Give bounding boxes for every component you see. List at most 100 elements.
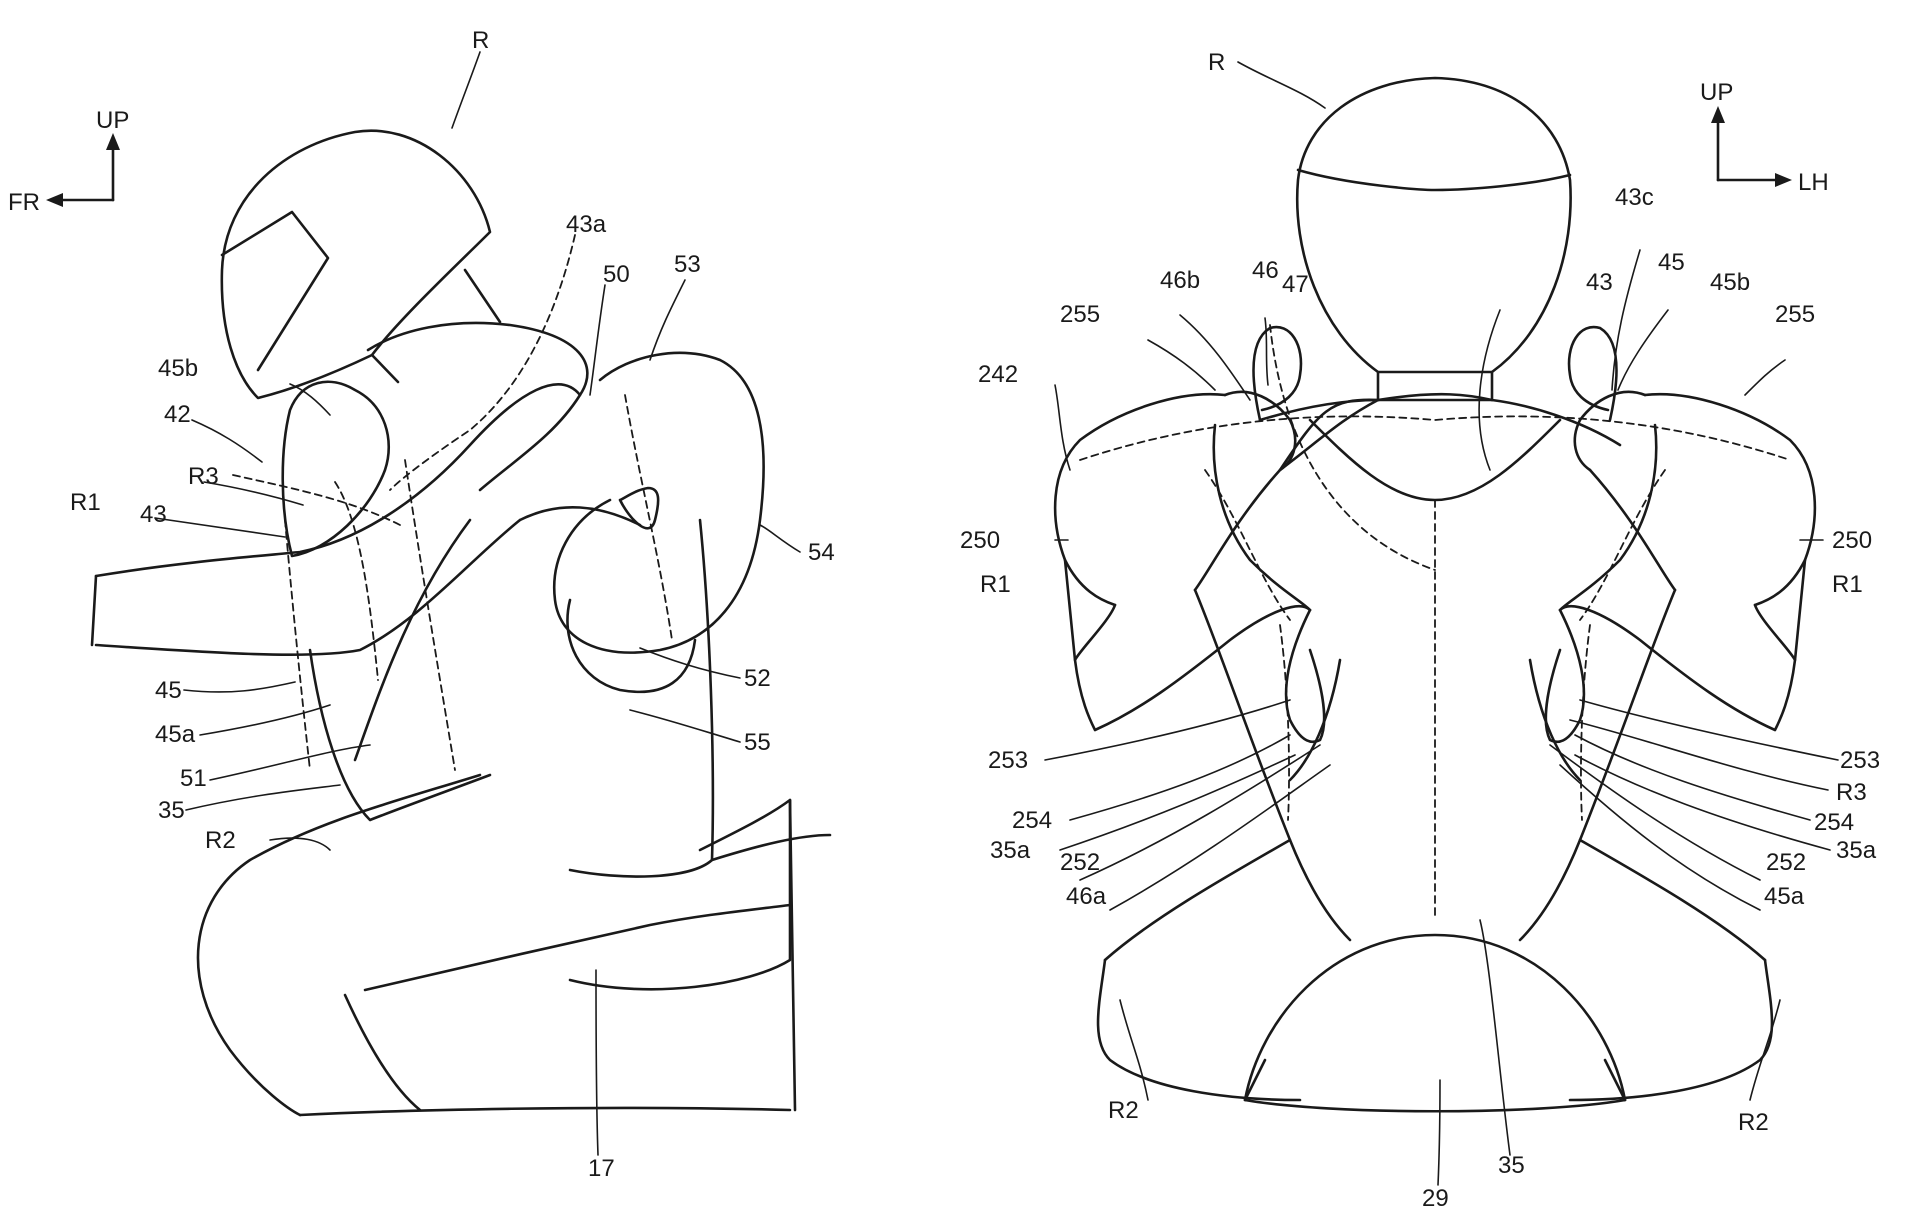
leader-line <box>1559 764 1761 911</box>
outline-stroke <box>1296 168 1572 192</box>
outline-stroke <box>1258 398 1622 447</box>
label-35: 35 <box>158 797 185 824</box>
label-254-left: 254 <box>1012 807 1052 834</box>
label-253-right: 253 <box>1840 747 1880 774</box>
outline-stroke <box>1193 468 1282 592</box>
outline-stroke <box>1295 76 1572 374</box>
dashed-R3 <box>232 474 401 526</box>
label-45a: 45a <box>155 721 196 748</box>
label-43a: 43a <box>566 211 607 238</box>
label-50: 50 <box>603 261 630 288</box>
leader-line <box>1147 339 1216 391</box>
label-43: 43 <box>140 501 167 528</box>
leader-line <box>1069 734 1291 821</box>
outline-stroke <box>1063 558 1077 662</box>
label-43-rear: 43 <box>1586 269 1613 296</box>
leader-line <box>595 969 599 1156</box>
leg-left <box>1103 838 1292 962</box>
label-250-right: 250 <box>1832 527 1872 554</box>
hand-right <box>1544 608 1586 744</box>
label-46a: 46a <box>1066 883 1107 910</box>
label-R2-right: R2 <box>1738 1109 1769 1136</box>
outline-stroke <box>90 574 98 647</box>
label-17: 17 <box>588 1155 615 1182</box>
up-arrow-head <box>106 133 120 150</box>
leader-line <box>1437 1079 1441 1186</box>
leader-line <box>1054 384 1071 471</box>
lh-arrow-head <box>1775 173 1792 187</box>
outline-stroke <box>1528 658 1582 782</box>
leader-line <box>209 744 371 781</box>
leader-line <box>639 647 741 679</box>
leader-line <box>1478 309 1501 471</box>
label-45b: 45b <box>158 355 198 382</box>
rear-view-figure: UP LH <box>960 49 1880 1212</box>
rider-leg <box>196 773 482 1117</box>
orientation-arrows-side: UP FR <box>8 107 129 216</box>
label-R1-right: R1 <box>1832 571 1863 598</box>
motorcycle-seat <box>568 798 792 991</box>
outline-stroke <box>1288 658 1342 782</box>
label-255-right: 255 <box>1775 301 1815 328</box>
label-R: R <box>472 27 489 54</box>
label-52: 52 <box>744 665 771 692</box>
leader-line <box>1479 919 1511 1156</box>
orientation-arrows-rear: UP LH <box>1700 79 1829 196</box>
label-46b: 46b <box>1160 267 1200 294</box>
outline-stroke <box>343 993 422 1112</box>
label-R1: R1 <box>70 489 101 516</box>
leader-line <box>203 481 304 506</box>
rider-arm <box>94 383 582 578</box>
leg-right <box>1578 838 1767 962</box>
rider-back-outline <box>366 321 589 492</box>
leader-line <box>589 284 606 396</box>
leader-line <box>451 51 481 129</box>
outline-stroke <box>1223 390 1297 472</box>
up-arrow-head-rear <box>1711 106 1725 123</box>
label-R3-rear: R3 <box>1836 779 1867 806</box>
label-253-left: 253 <box>988 747 1028 774</box>
label-42: 42 <box>164 401 191 428</box>
label-252-right: 252 <box>1766 849 1806 876</box>
front-arrow-head <box>46 193 63 207</box>
leader-line <box>1044 699 1291 761</box>
lh-label: LH <box>1798 169 1829 196</box>
front-label: FR <box>8 189 40 216</box>
leader-line <box>1237 61 1326 109</box>
neck-line-2 <box>370 353 400 384</box>
dashed-left <box>1204 469 1291 621</box>
label-254-right: 254 <box>1814 809 1854 836</box>
side-view-figure: UP FR <box>8 27 835 1182</box>
label-R2-left: R2 <box>1108 1097 1139 1124</box>
leader-line <box>199 704 331 736</box>
outline-stroke <box>220 210 330 372</box>
label-35-rear: 35 <box>1498 1152 1525 1179</box>
dashed-45a <box>1580 624 1591 821</box>
leader-line <box>191 419 263 463</box>
leader-line <box>1744 359 1786 396</box>
outline-stroke <box>1096 958 1302 1102</box>
label-55: 55 <box>744 729 771 756</box>
dashed-right <box>1579 469 1666 621</box>
leader-line <box>1549 744 1761 881</box>
dashed-47 <box>1269 324 1436 571</box>
up-label: UP <box>96 107 129 134</box>
leader-line <box>1119 999 1149 1101</box>
label-51: 51 <box>180 765 207 792</box>
center-back-dip <box>1308 418 1562 502</box>
outline-stroke <box>710 833 832 862</box>
label-29: 29 <box>1422 1185 1449 1212</box>
leader-line <box>649 279 686 361</box>
airbag-255-right <box>1643 392 1817 607</box>
label-35a-right: 35a <box>1836 837 1877 864</box>
dashed-46a <box>1279 624 1290 821</box>
label-R-rear: R <box>1208 49 1225 76</box>
outline-stroke <box>298 1106 792 1117</box>
leader-line <box>1749 999 1781 1101</box>
leader-line <box>1179 314 1251 401</box>
leader-line <box>1617 309 1669 391</box>
up-label-rear: UP <box>1700 79 1733 106</box>
leader-line <box>1059 754 1296 851</box>
